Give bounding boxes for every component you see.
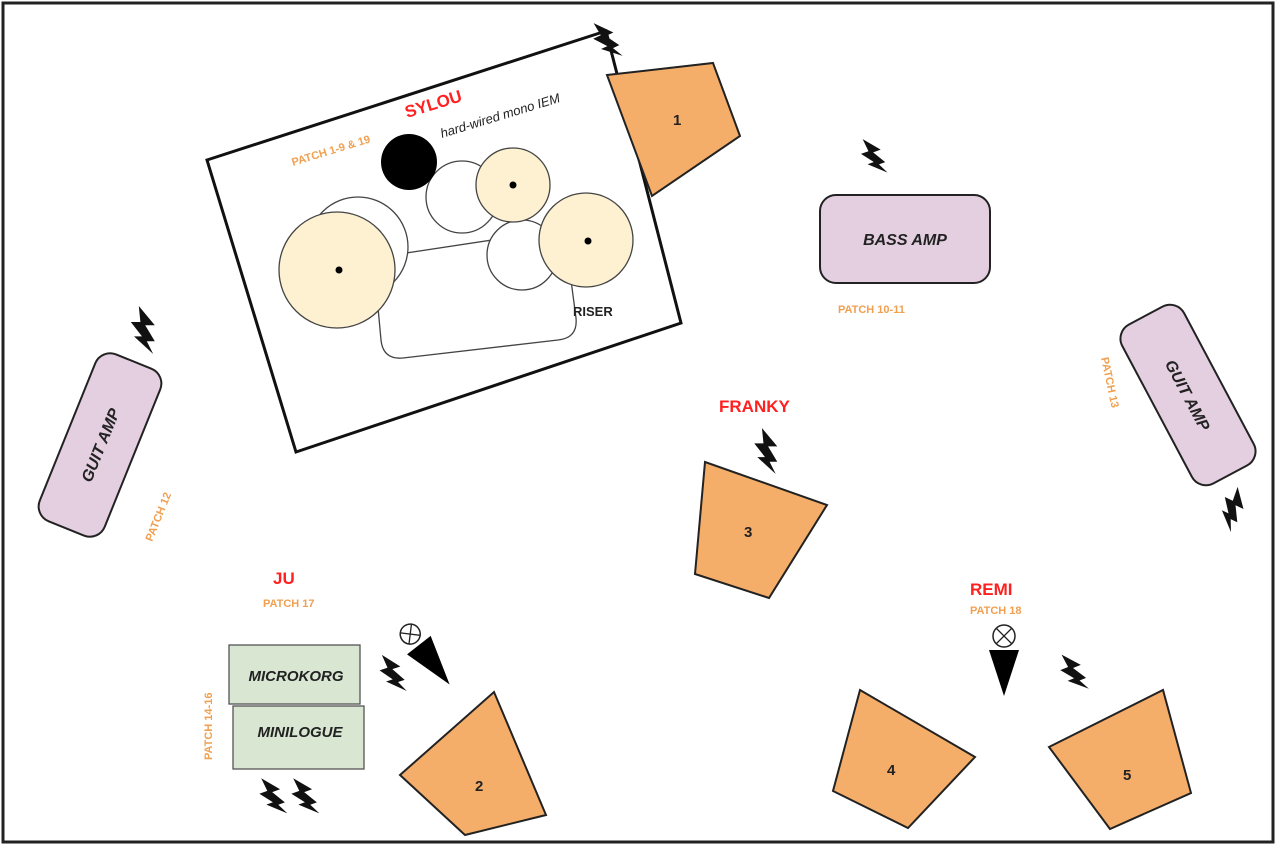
- guit-amp-right: GUIT AMP: [1119, 303, 1257, 487]
- bass-amp-patch: PATCH 10-11: [838, 304, 905, 316]
- wedge-1: 1: [605, 61, 742, 198]
- wedge-5-label: 5: [1123, 767, 1131, 784]
- cymbal-left: [278, 211, 396, 329]
- ju-patch: PATCH 17: [263, 598, 315, 610]
- wedge-5: 5: [1047, 688, 1193, 831]
- wedge-2-label: 2: [475, 778, 483, 795]
- cymbal-right: [538, 192, 634, 288]
- wedge-4-label: 4: [887, 762, 896, 779]
- wedge-3-label: 3: [744, 524, 752, 541]
- drum-area: SYLOU PATCH 1-9 & 19 hard-wired mono IEM…: [205, 29, 683, 454]
- wedge-4: 4: [831, 688, 977, 830]
- monitor-wedge-icon: [398, 690, 548, 837]
- monitor-wedge-icon: [605, 61, 742, 198]
- keyboard-minilogue: MINILOGUE: [232, 705, 365, 770]
- microkorg-label: MICROKORG: [249, 668, 344, 685]
- wedge-3: 3: [693, 460, 829, 600]
- keyboard-microkorg: MICROKORG: [228, 644, 361, 705]
- drum-platform: [205, 29, 683, 454]
- franky-name: FRANKY: [719, 397, 790, 416]
- riser-label: RISER: [573, 304, 613, 319]
- bass-amp: BASS AMP: [819, 194, 991, 284]
- monitor-wedge-icon: [831, 688, 977, 830]
- remi-name: REMI: [970, 580, 1013, 599]
- microphone-icon-remi: [989, 624, 1019, 696]
- wedge-2: 2: [398, 690, 548, 837]
- drum-snare-black: [381, 134, 437, 190]
- microphone-icon-ju: [399, 623, 450, 685]
- bass-amp-label: BASS AMP: [863, 232, 947, 249]
- monitor-wedge-icon: [1047, 688, 1193, 831]
- remi-patch: PATCH 18: [970, 605, 1022, 617]
- wedge-1-label: 1: [673, 112, 681, 129]
- guit-amp-left: GUIT AMP: [37, 352, 163, 538]
- ju-name: JU: [273, 569, 295, 588]
- minilogue-label: MINILOGUE: [258, 724, 344, 741]
- keyboards-patch: PATCH 14-16: [203, 693, 215, 760]
- monitor-wedge-icon: [693, 460, 829, 600]
- cymbal-top: [475, 147, 551, 223]
